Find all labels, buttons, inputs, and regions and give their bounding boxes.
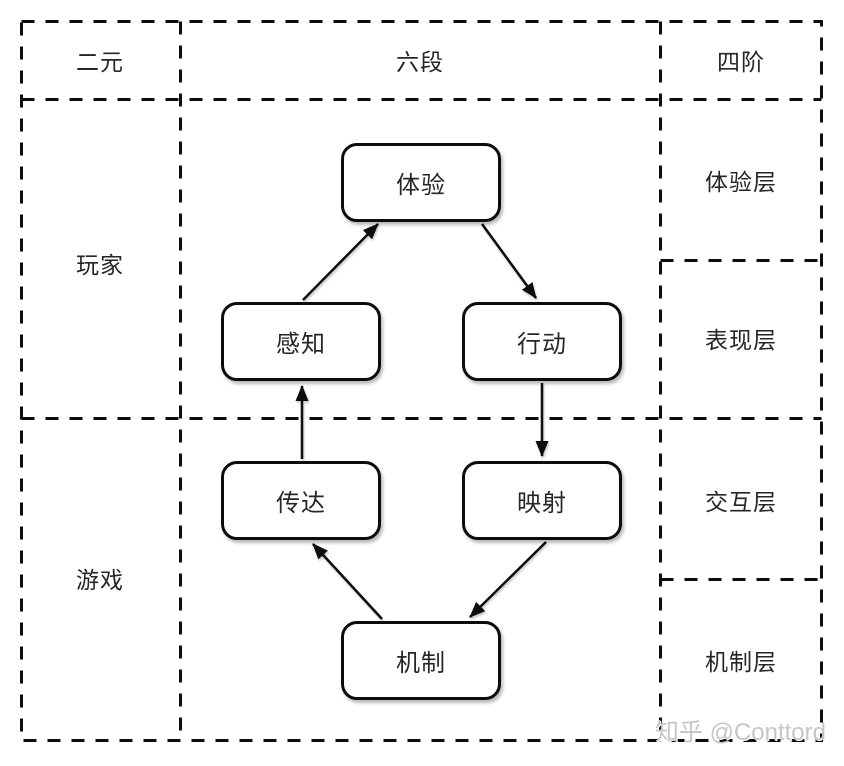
table-grid (20, 20, 823, 742)
node-act: 行动 (462, 302, 622, 381)
row-label-mechanism-layer: 机制层 (705, 649, 777, 675)
row-label-interaction-layer: 交互层 (705, 489, 777, 515)
header-dual: 二元 (76, 49, 124, 75)
row-label-player: 玩家 (76, 252, 124, 278)
table-outer-border (20, 20, 823, 742)
cycle-arrows (295, 223, 549, 620)
row-label-game: 游戏 (76, 567, 124, 593)
arrow-perceive-to-experience (302, 223, 379, 301)
arrow-map-to-mechanism (469, 541, 547, 618)
header-six-stages: 六段 (396, 49, 444, 75)
row-label-experience-layer: 体验层 (705, 169, 777, 195)
node-experience: 体验 (341, 143, 501, 222)
node-convey: 传达 (221, 461, 381, 540)
zhihu-watermark: 知乎 @Conttord (654, 719, 826, 746)
node-perceive: 感知 (221, 302, 381, 381)
node-map: 映射 (462, 461, 622, 540)
arrow-experience-to-act (480, 223, 538, 299)
node-mechanism: 机制 (341, 621, 501, 700)
row-label-presentation-layer: 表现层 (705, 327, 777, 353)
header-four-tiers: 四阶 (717, 49, 765, 75)
arrow-mechanism-to-convey (312, 543, 383, 620)
